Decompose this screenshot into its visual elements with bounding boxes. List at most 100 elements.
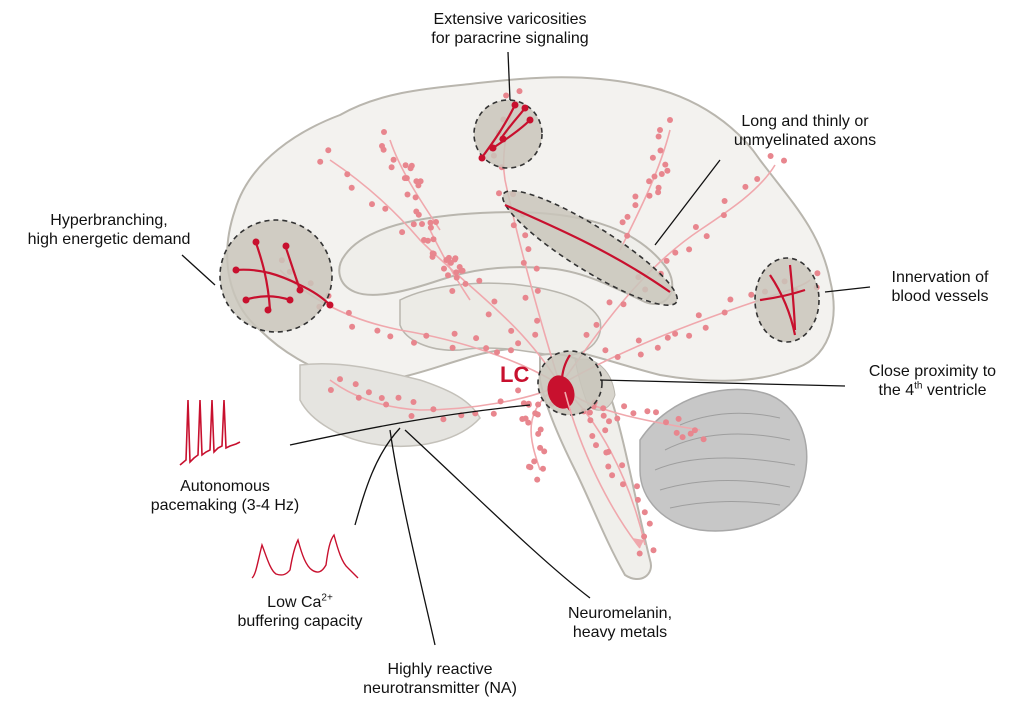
label-ventricle-line2: the 4th ventricle bbox=[845, 381, 1020, 400]
varicosity-dot bbox=[641, 534, 647, 540]
varicosity-dot bbox=[531, 458, 537, 464]
varicosity-dot bbox=[379, 143, 385, 149]
varicosity-dot bbox=[441, 266, 447, 272]
varicosity-dot bbox=[453, 269, 459, 275]
varicosity-dot bbox=[523, 295, 529, 301]
varicosity-dot bbox=[634, 483, 640, 489]
varicosity-dot bbox=[620, 219, 626, 225]
highlighted-varicosity-dot bbox=[287, 297, 294, 304]
highlighted-varicosity-dot bbox=[500, 136, 507, 143]
varicosity-dot bbox=[494, 349, 500, 355]
varicosity-dot bbox=[814, 270, 820, 276]
varicosity-dot bbox=[653, 409, 659, 415]
label-calcium-line2: buffering capacity bbox=[200, 612, 400, 631]
varicosity-dot bbox=[452, 331, 458, 337]
varicosity-dot bbox=[317, 159, 323, 165]
varicosity-dot bbox=[609, 472, 615, 478]
varicosity-dot bbox=[651, 547, 657, 553]
label-hyperbranching-line2: high energetic demand bbox=[0, 230, 218, 249]
label-neuromelanin: Neuromelanin, heavy metals bbox=[540, 604, 700, 642]
varicosity-dot bbox=[672, 331, 678, 337]
label-axons-line1: Long and thinly or bbox=[690, 112, 920, 131]
label-neurotransmitter-line1: Highly reactive bbox=[340, 660, 540, 679]
varicosity-dot bbox=[411, 221, 417, 227]
label-varicosities-line1: Extensive varicosities bbox=[395, 10, 625, 29]
varicosity-dot bbox=[344, 171, 350, 177]
varicosity-dot bbox=[589, 433, 595, 439]
varicosity-dot bbox=[727, 297, 733, 303]
varicosity-dot bbox=[674, 430, 680, 436]
varicosity-dot bbox=[389, 164, 395, 170]
varicosity-dot bbox=[511, 222, 517, 228]
varicosity-dot bbox=[657, 127, 663, 133]
varicosity-dot bbox=[454, 275, 460, 281]
varicosity-dot bbox=[680, 434, 686, 440]
varicosity-dot bbox=[366, 389, 372, 395]
varicosity-dot bbox=[625, 214, 631, 220]
varicosity-dot bbox=[433, 219, 439, 225]
varicosity-dot bbox=[656, 134, 662, 140]
varicosity-dot bbox=[606, 418, 612, 424]
varicosity-dot bbox=[383, 402, 389, 408]
varicosity-dot bbox=[402, 175, 408, 181]
label-axons-line2: unmyelinated axons bbox=[690, 131, 920, 150]
varicosity-dot bbox=[515, 387, 521, 393]
varicosity-dot bbox=[369, 201, 375, 207]
varicosity-dot bbox=[601, 413, 607, 419]
varicosity-dot bbox=[693, 224, 699, 230]
varicosity-dot bbox=[486, 311, 492, 317]
varicosity-dot bbox=[635, 497, 641, 503]
varicosity-dot bbox=[396, 395, 402, 401]
varicosity-dot bbox=[521, 260, 527, 266]
highlighted-varicosity-dot bbox=[283, 243, 290, 250]
varicosity-dot bbox=[722, 198, 728, 204]
varicosity-dot bbox=[517, 88, 523, 94]
varicosity-dot bbox=[431, 236, 437, 242]
varicosity-dot bbox=[374, 328, 380, 334]
varicosity-dot bbox=[381, 129, 387, 135]
varicosity-dot bbox=[540, 466, 546, 472]
varicosity-dot bbox=[696, 312, 702, 318]
varicosity-dot bbox=[600, 405, 606, 411]
varicosity-dot bbox=[337, 376, 343, 382]
varicosity-dot bbox=[508, 347, 514, 353]
label-neuromelanin-line1: Neuromelanin, bbox=[540, 604, 700, 623]
varicosity-dot bbox=[419, 221, 425, 227]
calcium-pre: Low Ca bbox=[267, 594, 321, 611]
varicosity-dot bbox=[403, 162, 409, 168]
varicosity-dot bbox=[662, 162, 668, 168]
varicosity-dot bbox=[703, 325, 709, 331]
varicosity-dot bbox=[525, 420, 531, 426]
varicosity-dot bbox=[527, 464, 533, 470]
varicosity-dot bbox=[409, 163, 415, 169]
calcium-sup: 2+ bbox=[321, 593, 332, 604]
label-neurotransmitter-line2: neurotransmitter (NA) bbox=[340, 679, 540, 698]
varicosity-dot bbox=[742, 184, 748, 190]
varicosity-dot bbox=[619, 462, 625, 468]
varicosity-dot bbox=[445, 272, 451, 278]
varicosity-dot bbox=[667, 117, 673, 123]
varicosity-dot bbox=[491, 411, 497, 417]
varicosity-dot bbox=[430, 406, 436, 412]
pacemaking-spikes bbox=[180, 400, 240, 465]
varicosity-dot bbox=[413, 178, 419, 184]
varicosity-dot bbox=[644, 408, 650, 414]
varicosity-dot bbox=[411, 399, 417, 405]
cerebellum bbox=[640, 389, 807, 531]
varicosity-dot bbox=[519, 416, 525, 422]
highlighted-varicosity-dot bbox=[527, 117, 534, 124]
varicosity-dot bbox=[688, 431, 694, 437]
label-varicosities-line2: for paracrine signaling bbox=[395, 29, 625, 48]
varicosity-dot bbox=[637, 551, 643, 557]
varicosity-dot bbox=[603, 450, 609, 456]
varicosity-dot bbox=[525, 246, 531, 252]
varicosity-dot bbox=[411, 340, 417, 346]
varicosity-dot bbox=[421, 237, 427, 243]
varicosity-dot bbox=[325, 147, 331, 153]
varicosity-dot bbox=[496, 190, 502, 196]
varicosity-dot bbox=[532, 332, 538, 338]
varicosity-dot bbox=[452, 257, 458, 263]
varicosity-dot bbox=[652, 174, 658, 180]
varicosity-dot bbox=[686, 246, 692, 252]
